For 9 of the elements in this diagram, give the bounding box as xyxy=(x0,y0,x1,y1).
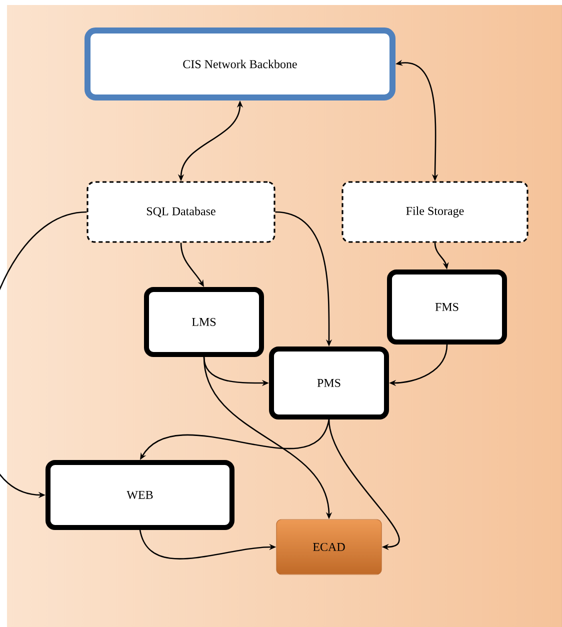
system-box: PMS xyxy=(269,346,389,420)
storage-box: SQL Database xyxy=(86,181,276,243)
system-box: LMS xyxy=(144,287,264,357)
output-box: ECAD xyxy=(276,519,382,575)
storage-box: File Storage xyxy=(342,181,528,243)
arrow xyxy=(328,419,400,550)
system-box: FMS xyxy=(387,270,507,344)
system-box: WEB xyxy=(46,460,234,530)
network-box: CIS Network Backbone xyxy=(84,28,396,100)
